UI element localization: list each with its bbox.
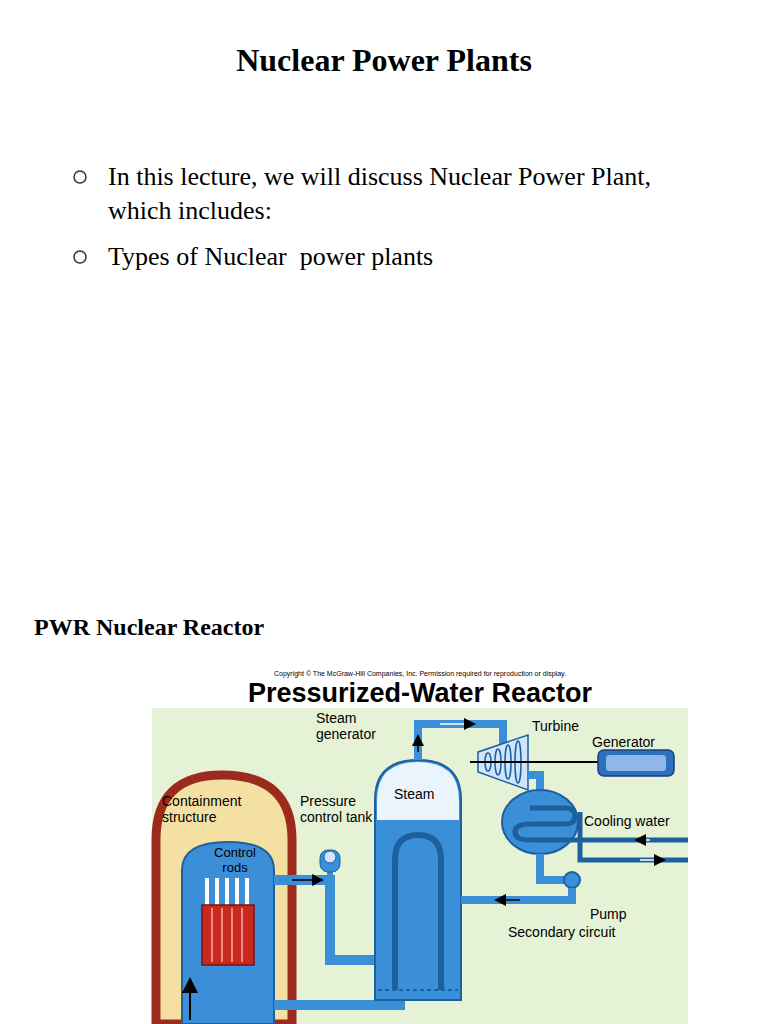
feedwater-pipe (461, 888, 572, 900)
section-heading: PWR Nuclear Reactor (34, 614, 264, 641)
primary-pipe (274, 880, 380, 960)
diagram-panel (152, 708, 688, 1024)
part-label: Generator (592, 734, 655, 750)
copyright-note: Copyright © The McGraw-Hill Companies, I… (152, 670, 688, 677)
pressure-control-tank (320, 850, 340, 872)
u-tubes (395, 835, 441, 990)
reactor-vessel (182, 842, 274, 1024)
generator (598, 750, 674, 776)
bullet-text: In this lecture, we will discuss Nuclear… (108, 160, 708, 228)
part-label: Pressure control tank (300, 793, 374, 825)
part-label: Containment structure (162, 793, 282, 825)
control-rods (207, 878, 247, 905)
bullet-marker (74, 251, 86, 263)
pump (564, 872, 580, 888)
part-label: Secondary circuit (508, 924, 615, 940)
shaft (470, 761, 598, 763)
part-label: Control rods (205, 845, 265, 875)
part-label: Cooling water (584, 813, 670, 829)
containment-structure (156, 775, 292, 1024)
reactor-core (202, 905, 254, 965)
cooling-coil (515, 808, 688, 840)
bullet-text: Types of Nuclear power plants (108, 240, 708, 274)
part-label: Steam (394, 786, 434, 802)
part-label: Pump (590, 906, 627, 922)
slide-title: Nuclear Power Plants (0, 42, 768, 79)
part-label: Turbine (532, 718, 579, 734)
bullet-marker (74, 171, 86, 183)
figure-heading: Pressurized-Water Reactor (152, 678, 688, 709)
steam-generator (375, 760, 461, 1000)
part-label: Steam generator (316, 710, 406, 742)
